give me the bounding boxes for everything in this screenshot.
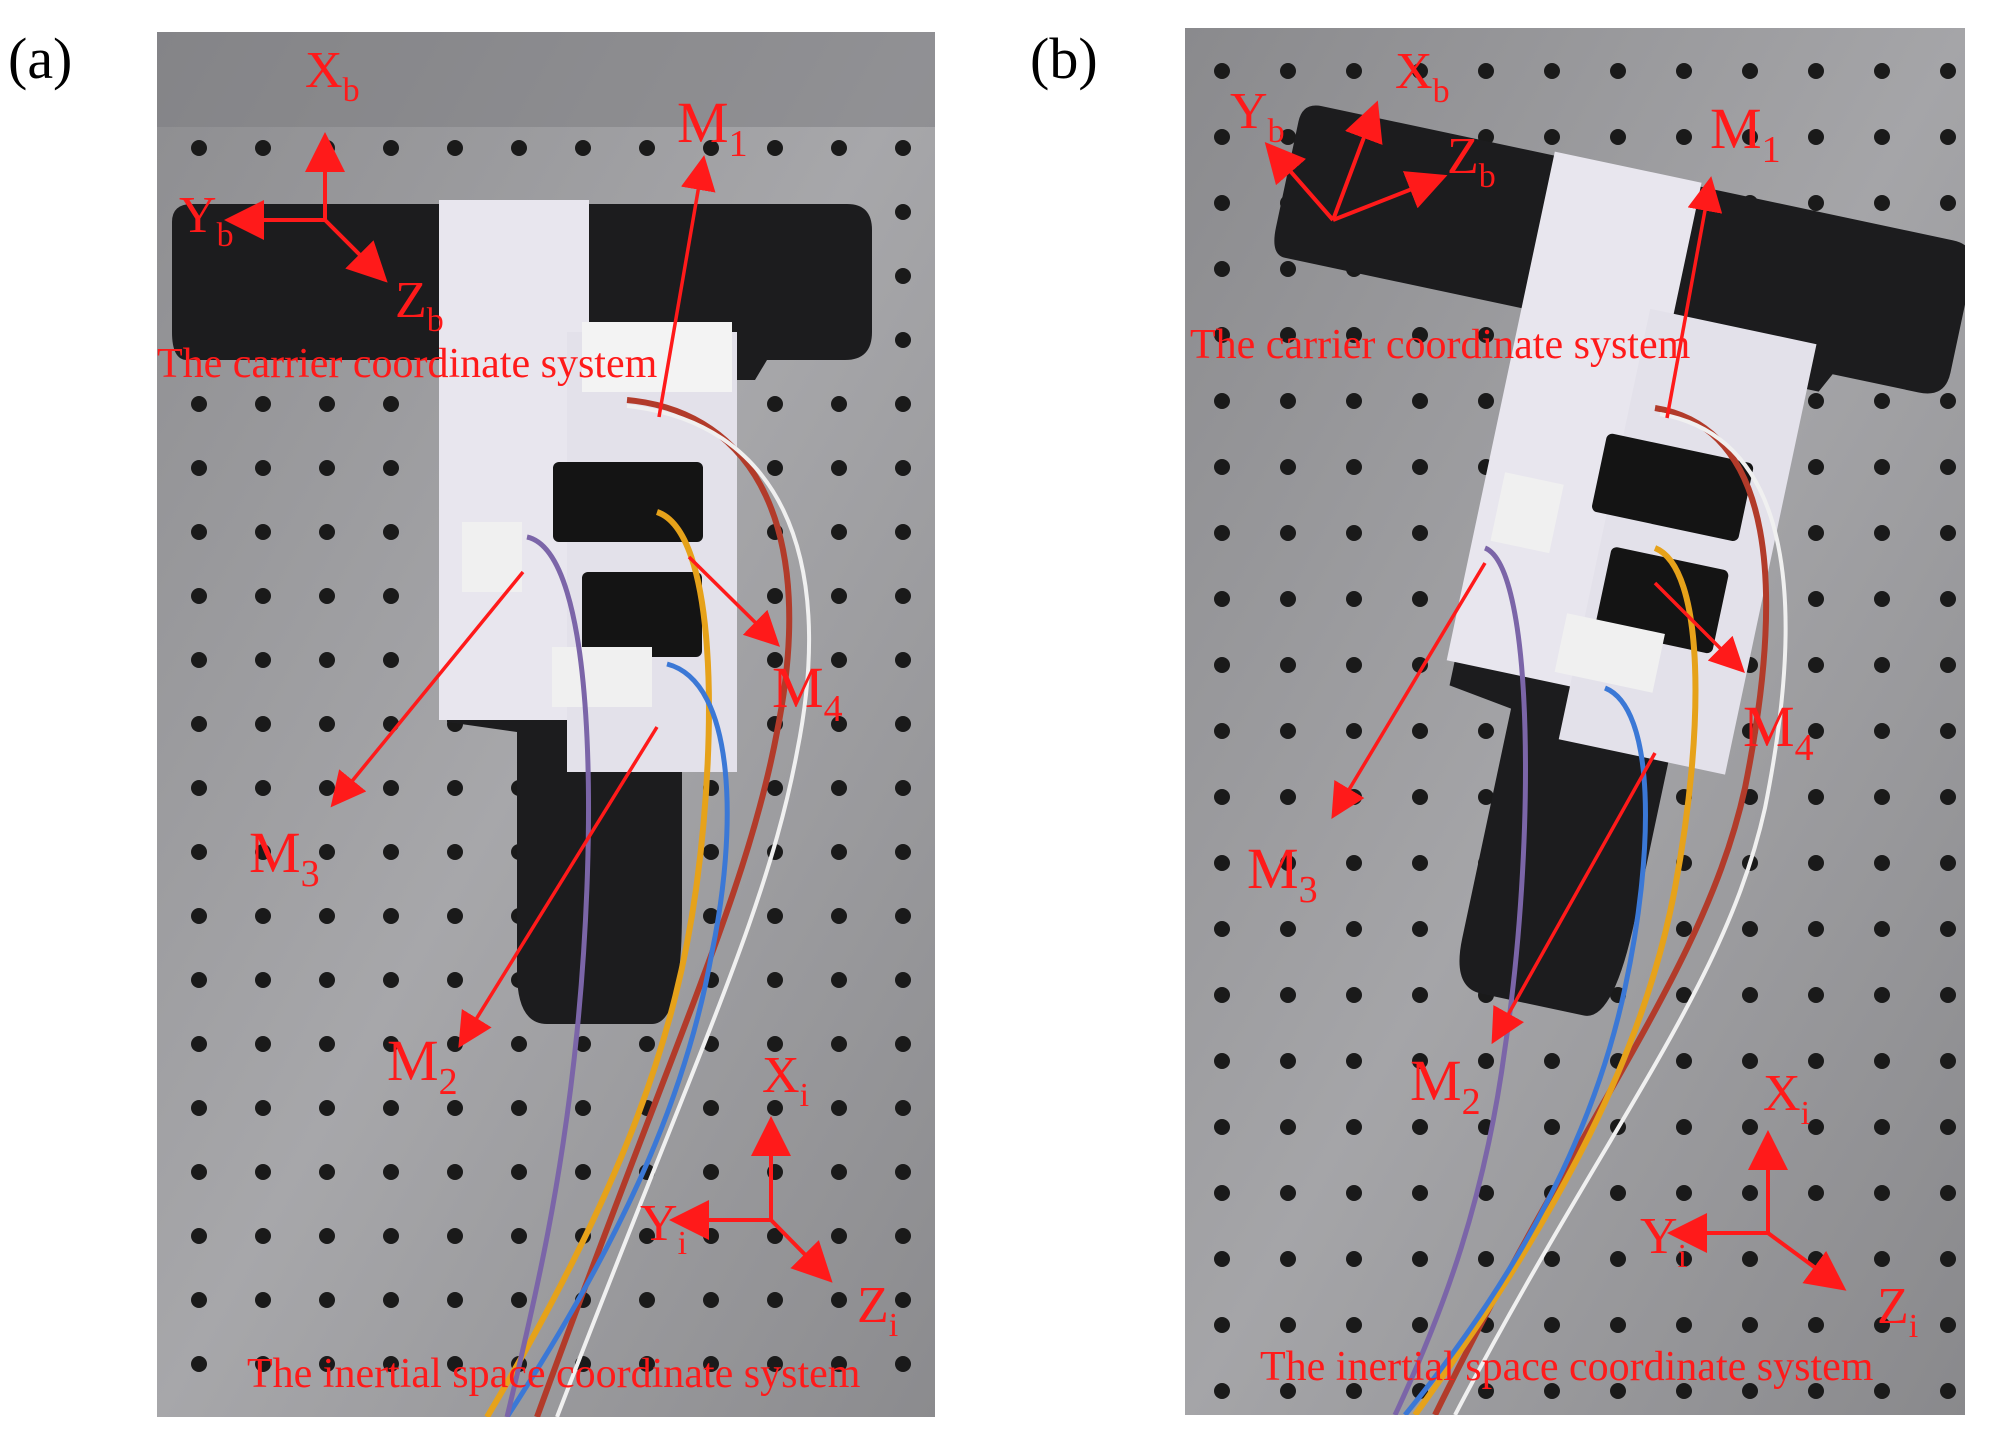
wire-bundle-3 — [484, 509, 712, 1417]
sensor-2 — [582, 572, 702, 657]
photo-panel-a: Xb Yb Zb The carrier coordinate system M… — [157, 32, 935, 1417]
carrier-axis-x-label: Xb — [1395, 43, 1450, 110]
marker-m2-label: M2 — [387, 1028, 458, 1103]
tape-pad-2 — [552, 647, 652, 707]
inertial-axis-z-label: Zi — [1877, 1278, 1918, 1345]
arrow-m4 — [1653, 581, 1745, 673]
inertial-axis-x-label: Xi — [762, 1047, 809, 1114]
inertial-axis-y-label: Yi — [640, 1195, 687, 1262]
arrow-m4 — [687, 555, 780, 647]
inertial-axes — [1667, 1130, 1847, 1291]
marker-arrows — [1331, 176, 1745, 1045]
marker-arrows — [330, 155, 780, 1048]
inertial-axes — [669, 1116, 833, 1283]
inertial-axis-z-label: Zi — [857, 1277, 898, 1344]
marker-m1-label: M1 — [1710, 96, 1781, 171]
marker-m1-label: M1 — [677, 90, 748, 165]
tape-pad-1 — [1490, 472, 1564, 554]
inertial-axis-x-label: Xi — [1763, 1065, 1810, 1132]
wire-bundle-4 — [504, 661, 730, 1417]
wire-bundle-5 — [504, 534, 591, 1417]
carrier-caption: The carrier coordinate system — [1190, 322, 1691, 368]
arrow-m2 — [458, 726, 659, 1048]
sensor-1 — [1592, 433, 1754, 542]
wire-bundle-2 — [1453, 412, 1788, 1415]
inertial-caption: The inertial space coordinate system — [1260, 1344, 1874, 1390]
photo-panel-b: Xb Yb Zb The carrier coordinate system M… — [1185, 28, 1965, 1415]
carrier-axis-y-label: Yb — [179, 187, 234, 254]
carrier-axes — [224, 132, 388, 283]
carrier-axis-z-label: Zb — [1447, 128, 1496, 195]
paper-tape-1 — [439, 200, 589, 720]
arrow-m3 — [330, 570, 525, 808]
paper-tape-3 — [582, 322, 732, 392]
carrier-axis-y-label: Yb — [1230, 83, 1285, 150]
carrier-axes — [1264, 100, 1448, 222]
panel-label-b: (b) — [1030, 26, 1098, 91]
carrier-caption: The carrier coordinate system — [157, 341, 658, 387]
marker-m2-label: M2 — [1410, 1048, 1481, 1123]
tape-pad-2 — [1554, 613, 1665, 693]
arrow-m2 — [1491, 752, 1657, 1045]
arrow-m1 — [657, 155, 716, 418]
inertial-caption: The inertial space coordinate system — [247, 1351, 861, 1397]
arrow-m3 — [1331, 562, 1487, 820]
wire-bundle-4 — [1403, 685, 1648, 1415]
carrier-axis-z-label: Zb — [395, 272, 444, 339]
marker-m4-label: M4 — [1743, 694, 1814, 769]
marker-m4-label: M4 — [772, 655, 843, 730]
table-edge — [157, 32, 935, 127]
marker-m3-label: M3 — [1247, 836, 1318, 911]
tape-pad-1 — [462, 522, 522, 592]
arrow-m1 — [1665, 176, 1723, 419]
panel-label-a: (a) — [8, 26, 73, 91]
wire-bundle-2 — [555, 404, 812, 1417]
marker-m3-label: M3 — [249, 820, 320, 895]
carrier-axis-x-label: Xb — [305, 42, 360, 109]
paper-tape-1 — [1446, 151, 1702, 692]
inertial-axis-y-label: Yi — [1640, 1208, 1687, 1275]
sensor-1 — [553, 462, 703, 542]
